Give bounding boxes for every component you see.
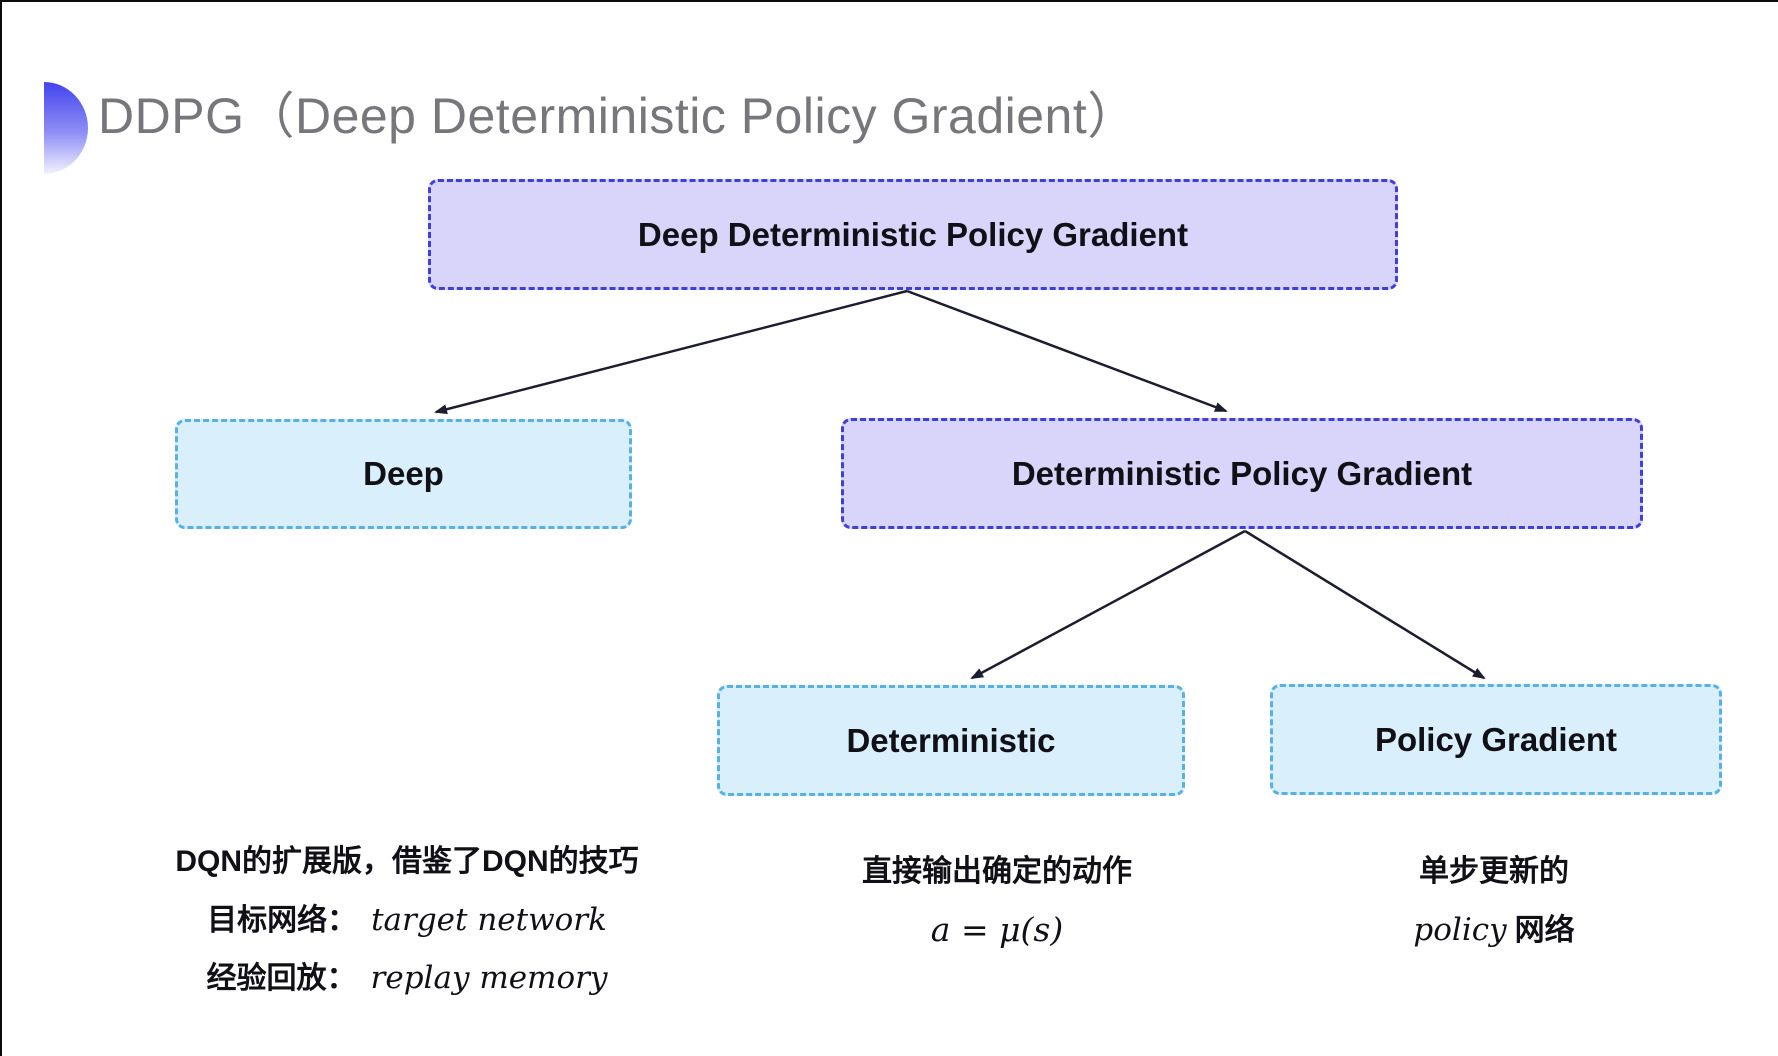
title-bullet-icon (44, 82, 88, 174)
annotation-deep: DQN的扩展版，借鉴了DQN的技巧 目标网络： target network 经验… (107, 840, 707, 1014)
node-deep-deterministic-policy-gradient: Deep Deterministic Policy Gradient (428, 179, 1398, 290)
replay-memory-label: 经验回放： (206, 962, 357, 995)
node-label: Deterministic (846, 721, 1056, 759)
annotation-deep-line3: 经验回放： replay memory (107, 956, 707, 1014)
node-deterministic: Deterministic (717, 685, 1185, 796)
annotation-policy-gradient-line1: 单步更新的 (1419, 855, 1569, 888)
arrow-root-to-deep (434, 289, 908, 415)
annotation-deterministic: 直接输出确定的动作 a = μ(s) (797, 850, 1197, 966)
arrow-dpg-to-policy-gradient (1244, 529, 1486, 680)
target-network-label: 目标网络： (207, 904, 358, 937)
target-network-value: target network (371, 902, 607, 938)
node-deep: Deep (175, 419, 632, 529)
page-title: DDPG（Deep Deterministic Policy Gradient） (98, 88, 1138, 144)
annotation-deterministic-line1: 直接输出确定的动作 (862, 855, 1132, 888)
node-label: Deterministic Policy Gradient (1011, 454, 1473, 492)
annotation-deep-line2: 目标网络： target network (107, 898, 707, 956)
node-policy-gradient: Policy Gradient (1270, 684, 1722, 795)
replay-memory-value: replay memory (370, 960, 608, 996)
node-label: Policy Gradient (1374, 720, 1618, 758)
node-deterministic-policy-gradient: Deterministic Policy Gradient (841, 418, 1643, 529)
network-word: 网络 (1514, 914, 1575, 947)
arrow-dpg-to-deterministic (970, 529, 1246, 680)
arrow-root-to-dpg (906, 289, 1228, 413)
policy-word: policy (1413, 912, 1507, 948)
annotation-deterministic-formula: a = μ(s) (930, 910, 1064, 949)
annotation-deep-line1: DQN的扩展版，借鉴了DQN的技巧 (175, 845, 639, 878)
node-label: Deep Deterministic Policy Gradient (637, 215, 1189, 253)
node-label: Deep (363, 455, 444, 492)
